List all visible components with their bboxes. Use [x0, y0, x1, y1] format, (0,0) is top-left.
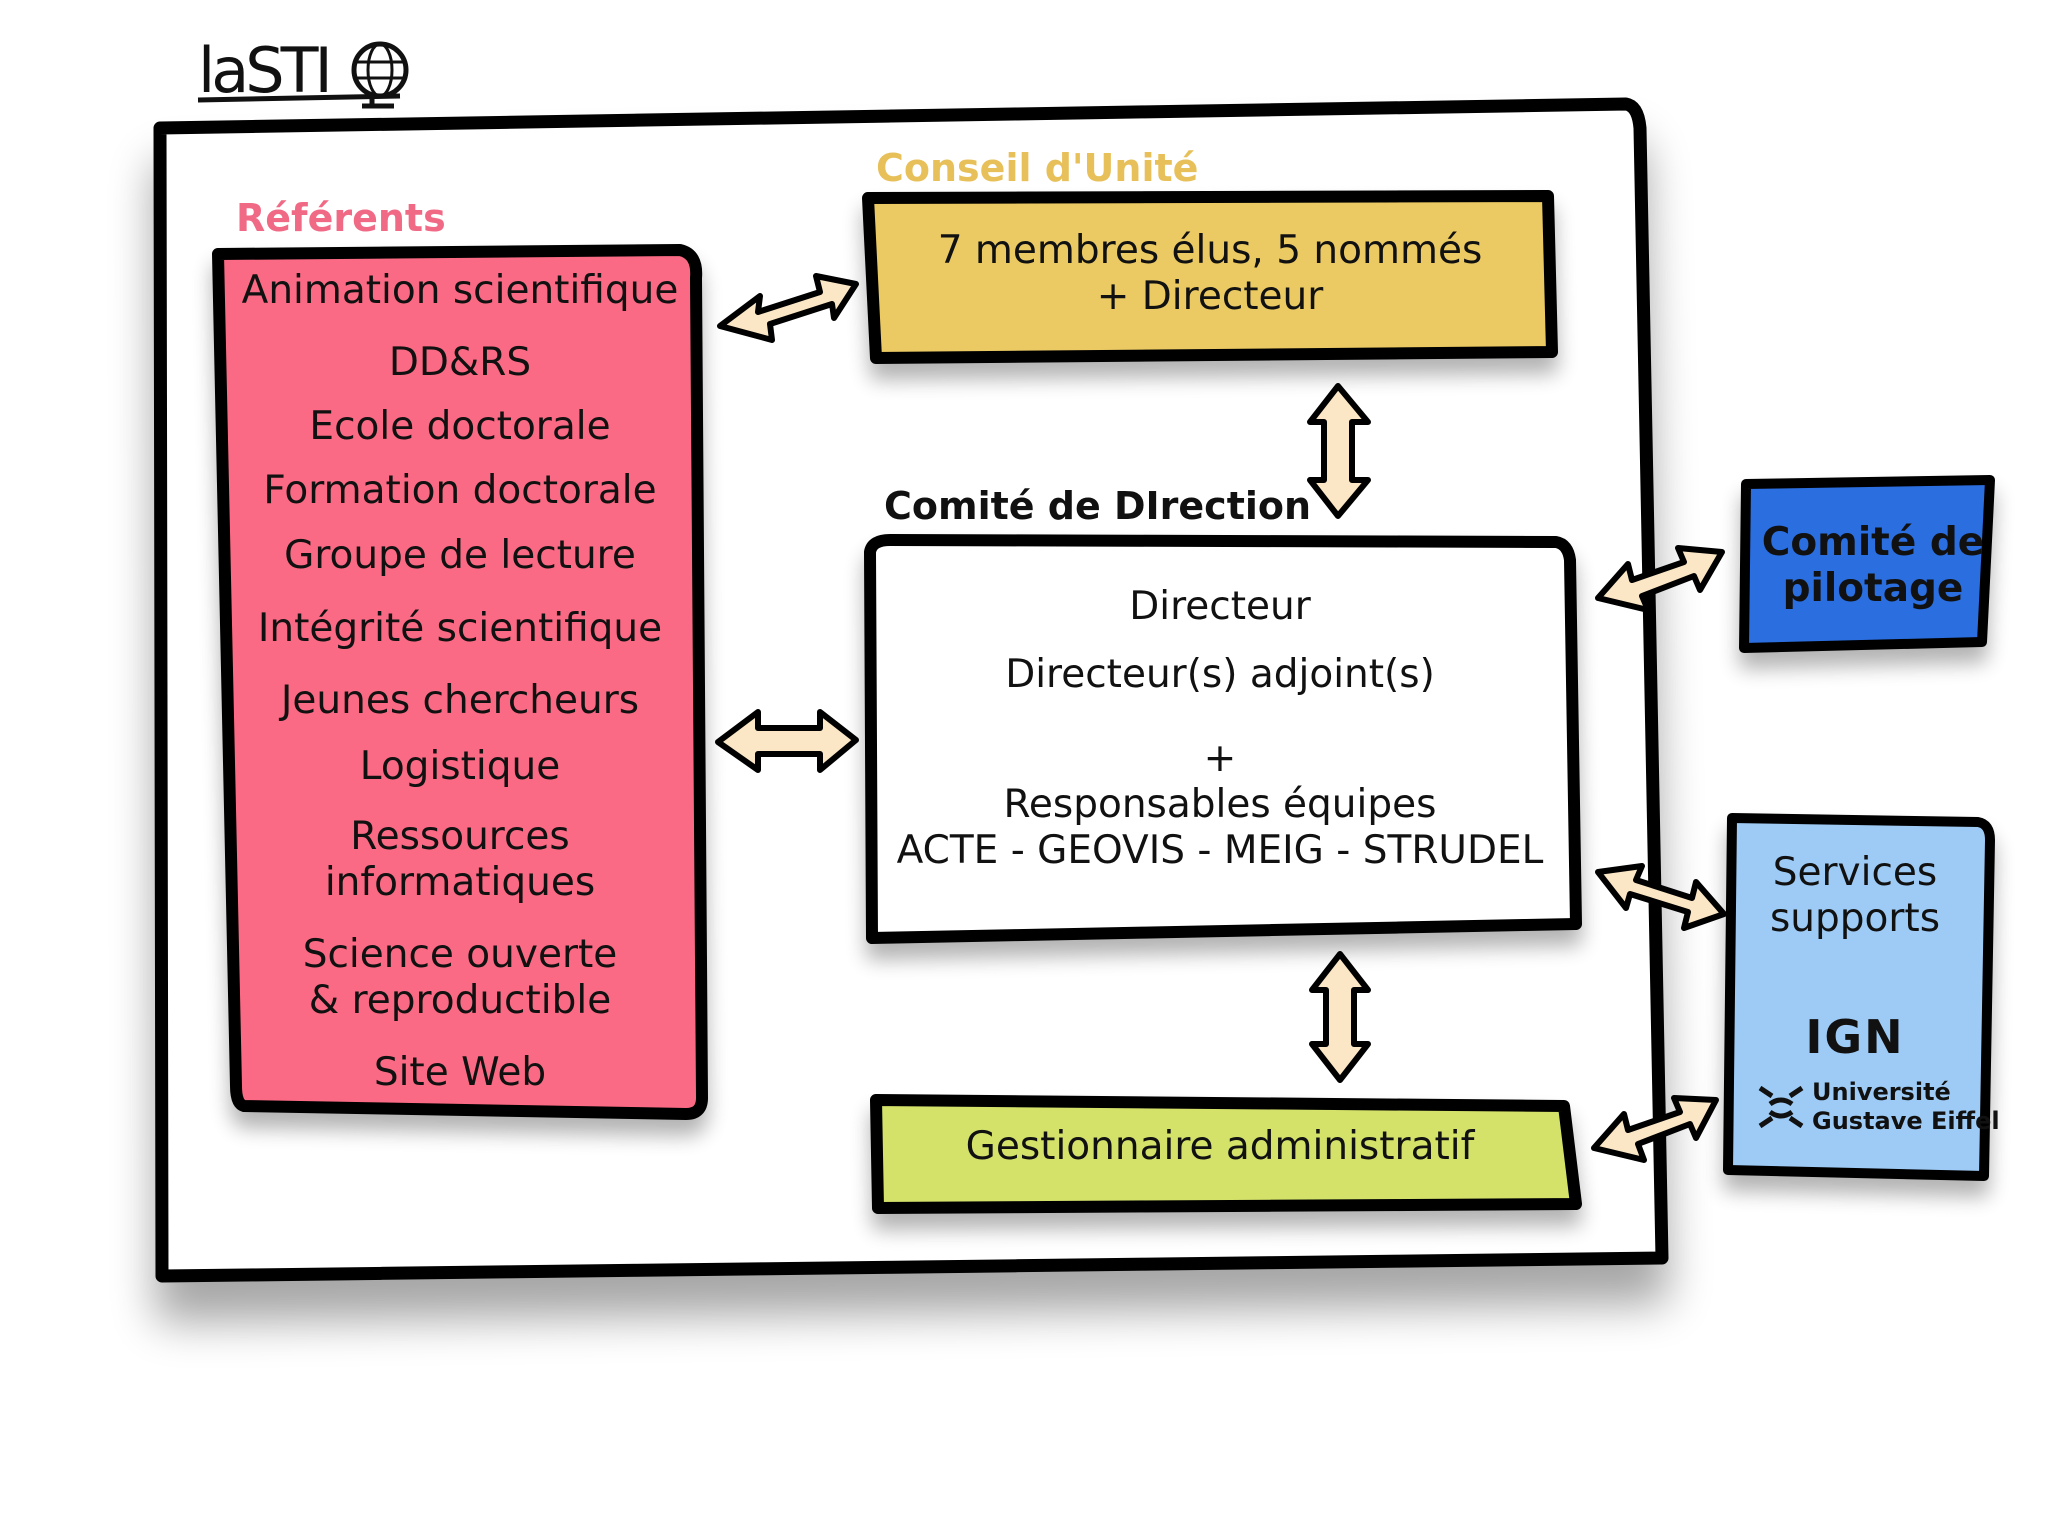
conseil-label: Conseil d'Unité	[876, 146, 1199, 190]
arrow-gestionnaire-services	[1591, 1095, 1719, 1163]
arrow-referents-comite	[715, 709, 859, 773]
list-item: Ressources	[350, 814, 570, 859]
list-item: Logistique	[359, 744, 561, 789]
comite-direction-text: Directeur Directeur(s) adjoint(s) + Resp…	[880, 584, 1560, 874]
list-item: Intégrité scientifique	[257, 606, 663, 651]
conseil-line2: + Directeur	[1096, 274, 1324, 319]
pilotage-line2: pilotage	[1782, 566, 1964, 611]
comite-line1: Directeur	[1129, 584, 1311, 629]
arrow-referents-conseil	[717, 273, 859, 343]
conseil-line1: 7 membres élus, 5 nommés	[937, 228, 1483, 273]
globe-icon	[351, 41, 409, 109]
university-name: Université Gustave Eiffel	[1812, 1078, 2000, 1136]
arrow-comite-services	[1595, 863, 1727, 931]
comite-direction-label: Comité de DIrection	[884, 484, 1312, 528]
list-item: informatiques	[324, 860, 596, 905]
gestionnaire-box	[870, 1094, 1582, 1214]
list-item: DD&RS	[388, 340, 532, 385]
logo-mark	[197, 41, 409, 109]
university-logo-icon	[1758, 1085, 1804, 1129]
pilotage-line1: Comité de	[1761, 520, 1985, 565]
services-text: Services supports	[1740, 850, 1970, 942]
services-line2: supports	[1769, 896, 1941, 941]
list-item: Site Web	[373, 1050, 547, 1095]
logo-text: laSTI	[198, 34, 333, 107]
list-item: Animation scientifique	[241, 268, 679, 313]
referents-label: Référents	[236, 196, 446, 240]
pilotage-text: Comité de pilotage	[1748, 520, 1998, 612]
university-line1: Université	[1812, 1078, 1951, 1106]
list-item: Ecole doctorale	[309, 404, 611, 449]
list-item: Science ouverte	[302, 932, 618, 977]
services-box	[1723, 813, 1995, 1181]
referents-box	[212, 244, 708, 1120]
list-item: & reproductible	[308, 978, 612, 1023]
services-line1: Services	[1772, 850, 1938, 895]
comite-line2: Directeur(s) adjoint(s)	[1005, 652, 1435, 697]
arrow-conseil-comite	[1307, 383, 1371, 519]
ign-logo-text: IGN	[1805, 1010, 1905, 1064]
conseil-text: 7 membres élus, 5 nommés + Directeur	[880, 228, 1540, 320]
comite-line4: Responsables équipes	[1003, 782, 1437, 827]
list-item: Jeunes chercheurs	[280, 678, 640, 723]
comite-line3: +	[1203, 736, 1237, 781]
list-item: Groupe de lecture	[284, 533, 636, 578]
conseil-box	[862, 190, 1558, 364]
arrow-comite-gestionnaire	[1309, 951, 1371, 1083]
comite-direction-box	[864, 534, 1582, 944]
pilotage-box	[1739, 475, 1995, 653]
university-line2: Gustave Eiffel	[1812, 1107, 2000, 1135]
list-item: Formation doctorale	[263, 468, 657, 513]
comite-line5: ACTE - GEOVIS - MEIG - STRUDEL	[896, 828, 1544, 873]
gestionnaire-text: Gestionnaire administratif	[965, 1124, 1475, 1169]
arrow-comite-pilotage	[1595, 545, 1725, 613]
